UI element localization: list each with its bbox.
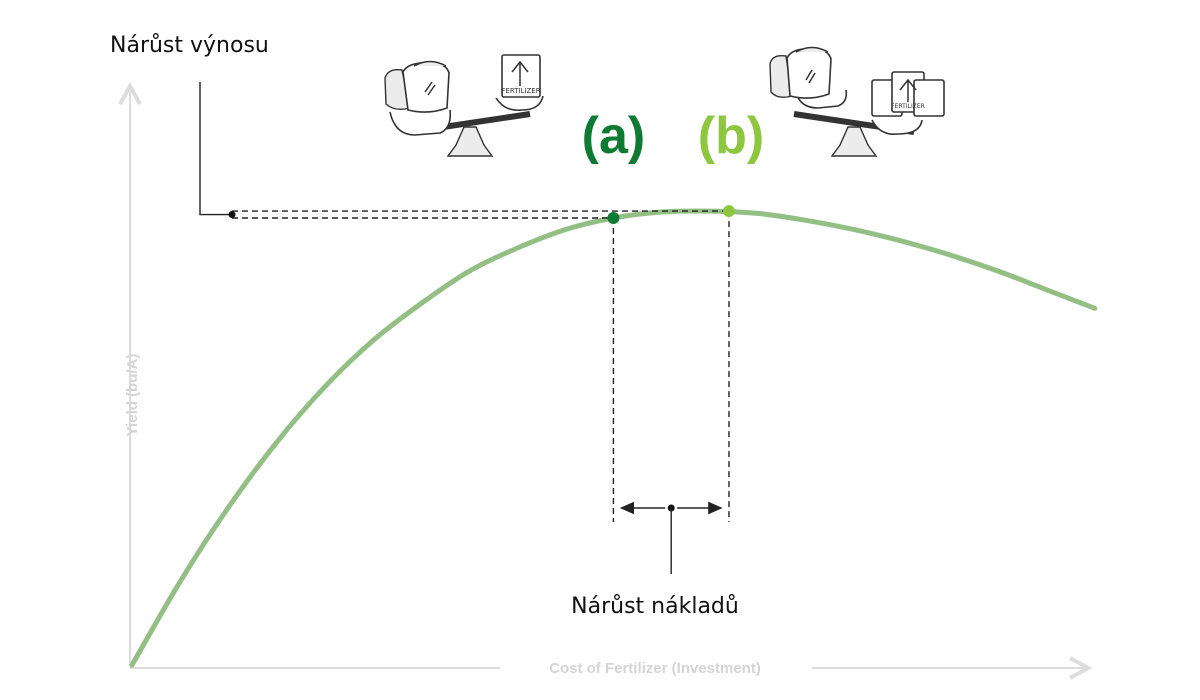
point-b-marker	[722, 205, 735, 218]
cost-increase-annotation: Nárůst nákladů	[571, 594, 739, 619]
yield-increase-leader	[199, 82, 232, 216]
svg-text:FERTILIZER: FERTILIZER	[501, 87, 540, 95]
svg-text:FERTILIZER: FERTILIZER	[891, 103, 925, 110]
point-a-label: (a)	[582, 107, 646, 165]
yield-increase-dot	[228, 211, 236, 219]
x-axis-label: Cost of Fertilizer (Investment)	[549, 660, 761, 677]
yield-curve	[129, 208, 1098, 668]
point-a-marker	[607, 212, 620, 225]
balance-scale-b-icon: FERTILIZER	[769, 46, 945, 157]
point-b-label: (b)	[698, 107, 764, 165]
yield-increase-annotation: Nárůst výnosu	[110, 33, 269, 58]
y-axis-label: Yield (bu/A)	[124, 354, 141, 437]
balance-scale-a-icon: FERTILIZER	[384, 54, 544, 157]
guide-lines	[199, 82, 735, 574]
